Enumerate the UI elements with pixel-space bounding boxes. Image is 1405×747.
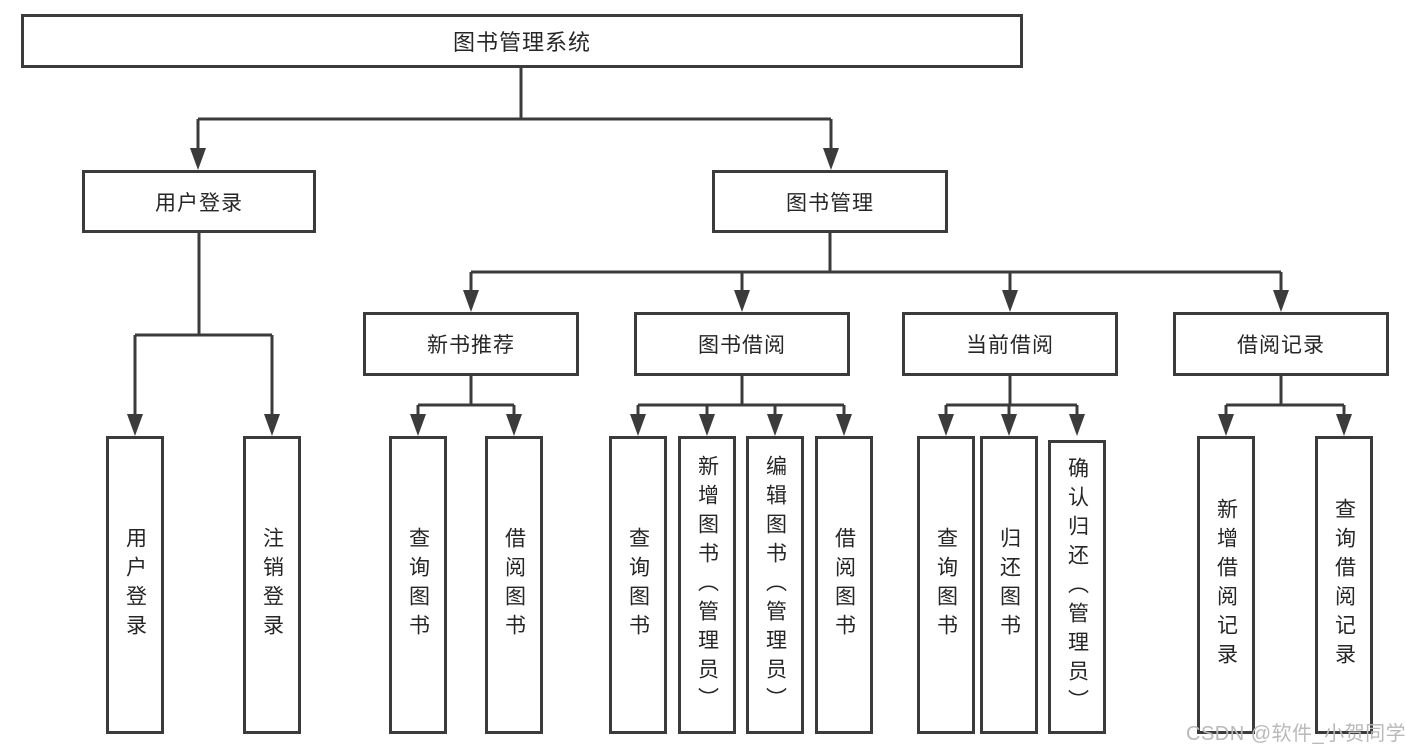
node-user-login: 用户登录 bbox=[82, 170, 316, 233]
leaf-label: 编辑图书（管理员） bbox=[763, 454, 787, 716]
leaf-label: 查询图书 bbox=[626, 527, 650, 643]
watermark: CSDN @软件_小贺同学 bbox=[1186, 723, 1405, 745]
leaf-label: 借阅图书 bbox=[502, 527, 526, 643]
node-label: 图书借阅 bbox=[698, 334, 786, 357]
leaf-edit-book-admin: 编辑图书（管理员） bbox=[746, 436, 804, 734]
leaf-label: 确认归还（管理员） bbox=[1065, 456, 1089, 718]
leaf-label: 归还图书 bbox=[997, 527, 1021, 643]
leaf-query-borrow-record: 查询借阅记录 bbox=[1315, 436, 1373, 734]
node-label: 图书管理 bbox=[786, 191, 874, 215]
node-book-borrowing: 图书借阅 bbox=[634, 312, 850, 376]
node-label: 新书推荐 bbox=[427, 334, 515, 357]
leaf-label: 用户登录 bbox=[123, 527, 147, 643]
leaf-borrow-books: 借阅图书 bbox=[815, 436, 873, 734]
node-new-book-recommendation: 新书推荐 bbox=[363, 312, 579, 376]
leaf-label: 新增图书（管理员） bbox=[695, 454, 719, 716]
leaf-return-books: 归还图书 bbox=[980, 436, 1038, 734]
leaf-label: 查询图书 bbox=[406, 527, 430, 643]
leaf-add-book-admin: 新增图书（管理员） bbox=[678, 436, 736, 734]
leaf-borrow-books-recommend: 借阅图书 bbox=[485, 436, 543, 734]
node-library-management-system: 图书管理系统 bbox=[21, 14, 1023, 68]
leaf-logout: 注销登录 bbox=[243, 436, 301, 734]
leaf-query-books-current: 查询图书 bbox=[917, 436, 975, 734]
leaf-user-login: 用户登录 bbox=[106, 436, 164, 734]
leaf-query-books-borrow: 查询图书 bbox=[609, 436, 667, 734]
leaf-label: 查询图书 bbox=[934, 527, 958, 643]
node-label: 借阅记录 bbox=[1237, 334, 1325, 357]
node-label: 图书管理系统 bbox=[452, 30, 591, 55]
node-current-borrowing: 当前借阅 bbox=[902, 312, 1118, 376]
leaf-label: 注销登录 bbox=[260, 527, 284, 643]
leaf-label: 查询借阅记录 bbox=[1332, 498, 1356, 672]
leaf-label: 借阅图书 bbox=[832, 527, 856, 643]
node-borrowing-records: 借阅记录 bbox=[1173, 312, 1389, 376]
leaf-confirm-return-admin: 确认归还（管理员） bbox=[1048, 440, 1106, 734]
leaf-label: 新增借阅记录 bbox=[1214, 498, 1238, 672]
leaf-add-borrow-record: 新增借阅记录 bbox=[1197, 436, 1255, 734]
node-book-management: 图书管理 bbox=[712, 170, 948, 233]
leaf-query-books-recommend: 查询图书 bbox=[389, 436, 447, 734]
node-label: 当前借阅 bbox=[966, 334, 1054, 357]
node-label: 用户登录 bbox=[155, 191, 243, 215]
